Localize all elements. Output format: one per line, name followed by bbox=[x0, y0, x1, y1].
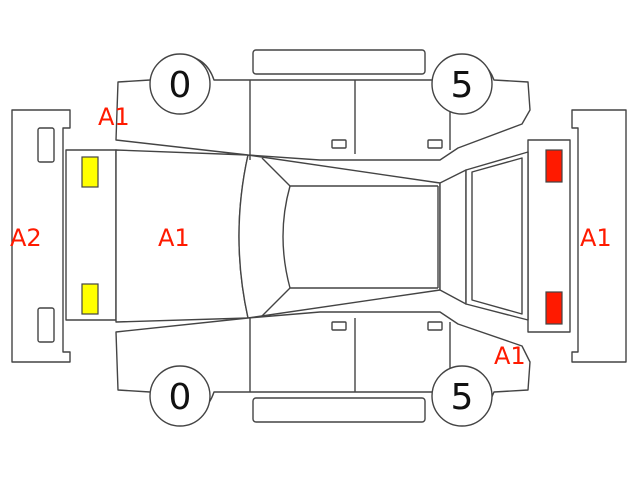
front-panel bbox=[65, 149, 117, 321]
cabin-top bbox=[238, 151, 529, 321]
damage-label-hood: A1 bbox=[158, 224, 190, 252]
damage-label-rear-right-quarter: A1 bbox=[494, 342, 526, 370]
tire-rear-right: 5 bbox=[431, 365, 493, 427]
front-right-lamp bbox=[81, 283, 99, 315]
front-left-lamp bbox=[81, 156, 99, 188]
tire-front-left-tread: 0 bbox=[169, 65, 192, 106]
left-side-profile bbox=[115, 49, 531, 161]
right-side-profile bbox=[115, 311, 531, 423]
tire-rear-left-tread: 5 bbox=[451, 65, 474, 106]
rear-right-lamp bbox=[545, 291, 563, 325]
damage-label-front-left-fender: A1 bbox=[98, 103, 130, 131]
tire-front-left: 0 bbox=[149, 53, 211, 115]
front-bumper bbox=[11, 109, 71, 363]
rear-left-lamp bbox=[545, 149, 563, 183]
tire-rear-left: 5 bbox=[431, 53, 493, 115]
tire-front-right: 0 bbox=[149, 365, 211, 427]
tire-front-right-tread: 0 bbox=[169, 377, 192, 418]
damage-label-rear-bumper: A1 bbox=[580, 224, 612, 252]
damage-label-front-bumper: A2 bbox=[10, 224, 42, 252]
tire-rear-right-tread: 5 bbox=[451, 377, 474, 418]
